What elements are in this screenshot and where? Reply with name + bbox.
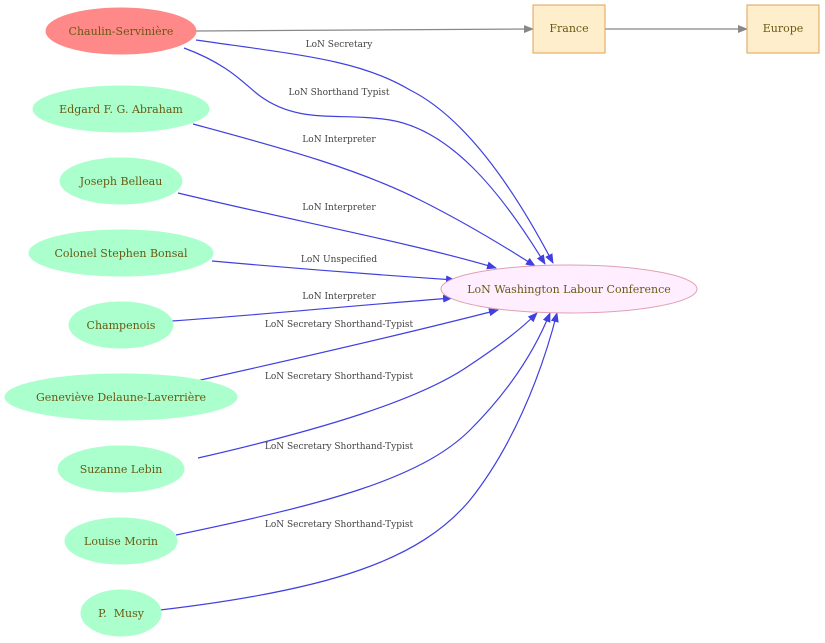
node-label-morin: Louise Morin (84, 535, 158, 548)
node-belleau[interactable]: Joseph Belleau (59, 157, 183, 205)
edge-labels: LoN Secretary LoN Shorthand Typist LoN I… (265, 40, 414, 530)
node-label-belleau: Joseph Belleau (79, 175, 163, 188)
node-label-delaune: Geneviève Delaune-Laverrière (36, 391, 206, 404)
edge-abraham (192, 123, 536, 267)
edge-chaulin-secretary (195, 39, 554, 264)
node-france[interactable]: France (532, 4, 606, 54)
node-conference[interactable]: LoN Washington Labour Conference (440, 264, 698, 314)
edges (159, 25, 748, 611)
edge-morin (175, 312, 551, 536)
node-morin[interactable]: Louise Morin (64, 517, 178, 565)
edge-musy (159, 312, 559, 611)
node-europe[interactable]: Europe (746, 4, 820, 54)
node-label-musy: P. Musy (98, 607, 145, 620)
edge-chaulin-typist (183, 47, 546, 265)
node-delaune[interactable]: Geneviève Delaune-Laverrière (4, 373, 238, 421)
edge-label-abraham: LoN Interpreter (302, 135, 376, 145)
edge-bonsal (211, 260, 456, 284)
edge-label-delaune: LoN Secretary Shorthand-Typist (265, 320, 414, 330)
node-abraham[interactable]: Edgard F. G. Abraham (32, 85, 210, 133)
node-label-europe: Europe (763, 22, 804, 35)
edge-belleau (177, 192, 497, 270)
node-label-champenois: Champenois (87, 319, 156, 332)
node-label-france: France (549, 22, 588, 35)
edge-label-chaulin-typist: LoN Shorthand Typist (289, 88, 390, 98)
node-chaulin[interactable]: Chaulin-Servinière (45, 7, 197, 55)
edge-label-morin: LoN Secretary Shorthand-Typist (265, 442, 414, 452)
node-label-chaulin: Chaulin-Servinière (69, 25, 174, 38)
node-label-conference: LoN Washington Labour Conference (467, 283, 671, 296)
edge-lebin (197, 312, 538, 459)
node-label-bonsal: Colonel Stephen Bonsal (55, 247, 188, 260)
edge-delaune (195, 308, 499, 382)
edge-label-bonsal: LoN Unspecified (301, 255, 377, 265)
edge-label-chaulin-secretary: LoN Secretary (306, 40, 374, 50)
node-label-abraham: Edgard F. G. Abraham (59, 103, 183, 116)
edge-chaulin-france (195, 25, 534, 34)
person-nodes: Chaulin-Servinière Edgard F. G. Abraham … (4, 7, 238, 637)
edge-label-belleau: LoN Interpreter (302, 203, 376, 213)
edge-label-lebin: LoN Secretary Shorthand-Typist (265, 372, 414, 382)
node-champenois[interactable]: Champenois (68, 301, 174, 349)
edge-champenois (171, 294, 453, 322)
edge-label-musy: LoN Secretary Shorthand-Typist (265, 520, 414, 530)
node-bonsal[interactable]: Colonel Stephen Bonsal (28, 229, 214, 277)
node-lebin[interactable]: Suzanne Lebin (57, 445, 185, 493)
node-musy[interactable]: P. Musy (80, 589, 162, 637)
node-label-lebin: Suzanne Lebin (80, 463, 163, 476)
edge-label-champenois: LoN Interpreter (302, 292, 376, 302)
